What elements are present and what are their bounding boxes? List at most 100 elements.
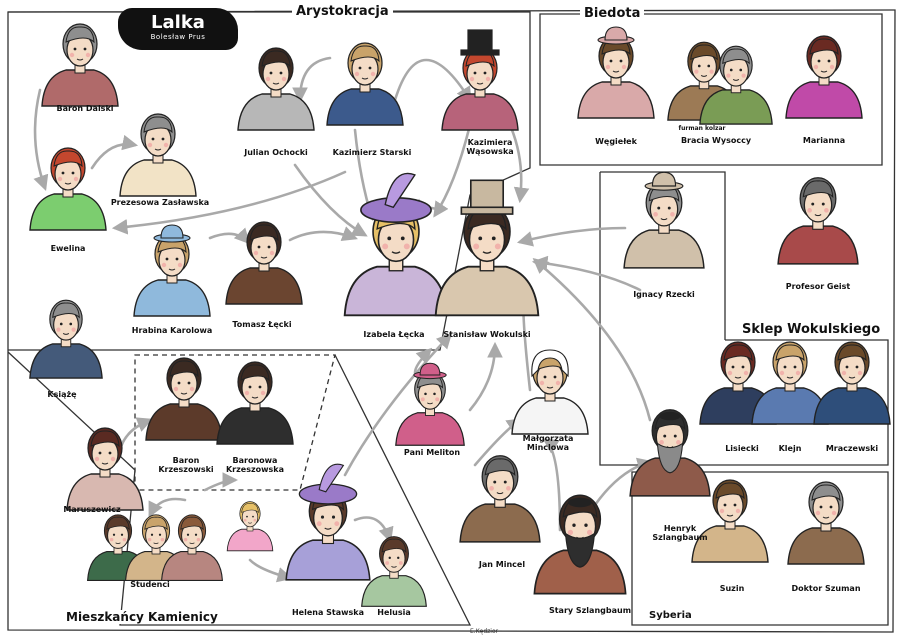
relation-arrow	[248, 558, 294, 583]
figure-doktor-szuman	[787, 481, 865, 565]
label-stanislaw-wokulski: Stanisław Wokulski	[443, 330, 531, 339]
label-prezesowa-zaslawska: Prezesowa Zasławska	[110, 198, 210, 207]
rzecki-frame	[600, 171, 726, 340]
section-sklep: Sklep Wokulskiego	[738, 322, 885, 337]
relation-arrow	[343, 332, 453, 477]
figure-izabela-lecka	[343, 172, 449, 317]
label-wegielek: Węgiełek	[595, 137, 637, 146]
label-ignacy-rzecki: Ignacy Rzecki	[633, 290, 695, 299]
relation-arrow	[288, 226, 358, 242]
relation-arrow	[208, 227, 251, 245]
relation-arrows	[33, 56, 654, 583]
figure-prezesowa-zaslawska	[119, 113, 197, 197]
sklep-frame	[599, 172, 889, 466]
figure-baronowa-krzeszowska	[216, 361, 294, 445]
figure-stanislaw-wokulski	[434, 179, 540, 317]
figure-maruszewicz	[66, 427, 144, 511]
syberia-frame	[631, 471, 889, 626]
figure-tomasz-lecki	[225, 221, 303, 305]
figure-ksiaze	[29, 299, 103, 379]
label-bracia-wysoccy: Bracia Wysoccy	[680, 136, 752, 145]
figure-helusia	[361, 536, 427, 607]
title-badge: Lalka Bolesław Prus	[118, 8, 238, 50]
figure-baron-dalski	[41, 23, 119, 107]
label-lisiecki: Lisiecki	[725, 444, 759, 453]
label-tomasz-lecki: Tomasz Łęcki	[232, 320, 292, 329]
krzeszowski-frame	[134, 354, 336, 491]
relation-arrow	[508, 123, 530, 204]
label-ksiaze: Książę	[47, 390, 77, 399]
relation-arrow	[148, 497, 187, 518]
illustrator-credit: E.Kędzior	[470, 628, 499, 635]
label-marianna: Marianna	[802, 136, 846, 145]
label-mraczewski: Mraczewski	[825, 444, 879, 453]
relation-arrow	[90, 134, 139, 170]
figure-helena-stawska	[285, 463, 371, 581]
figure-wegielek	[577, 26, 655, 119]
relation-arrow	[393, 58, 472, 103]
figure-pani-meliton	[395, 362, 465, 446]
label-maruszewicz: Maruszewicz	[63, 505, 121, 514]
figure-julian-ochocki	[237, 47, 315, 131]
label-ewelina: Ewelina	[50, 244, 86, 253]
section-biedota: Biedota	[580, 6, 645, 21]
figure-marianna	[785, 35, 863, 119]
label-izabela-lecka: Izabela Łęcka	[363, 330, 425, 339]
figure-suzin	[691, 479, 769, 563]
label-hrabina-karolowa: Hrabina Karolowa	[131, 326, 213, 335]
figure-profesor-geist	[777, 177, 859, 265]
figure-mraczewski	[813, 341, 891, 425]
relation-arrow	[293, 163, 368, 237]
section-syberia: Syberia	[645, 610, 696, 621]
figure-stary-szlangbaum	[533, 494, 627, 595]
label-helena-stawska: Helena Stawska	[291, 608, 365, 617]
label-baron-krzeszowski: Baron Krzeszowski	[158, 456, 214, 474]
kamienica-frame	[7, 351, 472, 626]
label-baronowa-krzeszowska: Baronowa Krzeszowska	[225, 456, 284, 474]
figure-malgorzata-minclowa	[511, 349, 589, 435]
label-suzin: Suzin	[719, 584, 745, 593]
label-baron-dalski: Baron Dalski	[56, 104, 114, 113]
label-klejn: Klejn	[778, 444, 802, 453]
label-studenci: Studenci	[130, 580, 170, 589]
figure-kazimierz-starski	[326, 42, 404, 126]
label-jan-mincel: Jan Mincel	[478, 560, 526, 569]
label-malgorzata-minclowa: Małgorzata Minclowa	[522, 434, 574, 452]
relation-arrow	[292, 56, 332, 104]
figure-studenci-1	[87, 514, 149, 581]
label-kazimierz-starski: Kazimierz Starski	[332, 148, 412, 157]
figure-ewelina	[29, 147, 107, 231]
relation-arrow	[111, 170, 347, 235]
label-profesor-geist: Profesor Geist	[785, 282, 851, 291]
figure-henryk-szlangbaum	[629, 409, 711, 497]
figure-doll	[226, 501, 274, 552]
label-furman-kolzar: furman kolzar	[678, 125, 726, 132]
book-title: Lalka	[151, 12, 205, 33]
book-author: Bolesław Prus	[150, 33, 206, 41]
section-arystokracja: Arystokracja	[292, 4, 393, 19]
figure-jan-mincel	[459, 455, 541, 543]
label-helusia: Helusia	[377, 608, 411, 617]
figure-bracia-wysoccy-2	[699, 45, 773, 125]
character-figures	[29, 23, 891, 607]
figure-kazimiera-wasowska	[441, 29, 519, 131]
label-pani-meliton: Pani Meliton	[403, 448, 461, 457]
relation-arrow	[353, 516, 394, 543]
label-doktor-szuman: Doktor Szuman	[791, 584, 861, 593]
figure-ignacy-rzecki	[623, 171, 705, 269]
figure-studenci-3	[161, 514, 223, 581]
biedota-frame	[539, 13, 883, 166]
relation-arrow	[516, 226, 627, 247]
label-henryk-szlangbaum: Henryk Szlangbaum	[652, 524, 708, 542]
label-stary-szlangbaum: Stary Szlangbaum	[548, 606, 632, 615]
label-julian-ochocki: Julian Ochocki	[244, 148, 308, 157]
section-frames	[7, 9, 896, 633]
relation-arrow	[33, 88, 49, 191]
relation-arrow	[468, 341, 503, 412]
figure-baron-krzeszowski	[145, 357, 223, 441]
label-kazimiera-wasowska: Kazimiera Wąsowska	[466, 138, 514, 156]
figure-hrabina-karolowa	[133, 224, 211, 317]
relation-arrow	[532, 257, 652, 422]
